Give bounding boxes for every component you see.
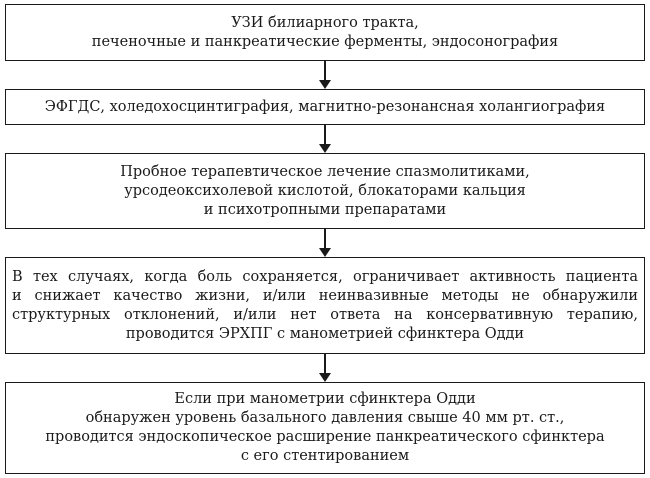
step-3-line-2: урсодеоксихолевой кислотой, блокаторами … — [124, 182, 526, 199]
arrow-3-to-4 — [319, 229, 331, 257]
step-3-line-3: и психотропными препаратами — [203, 201, 447, 218]
step-5-line-2: обнаружен уровень базального давления св… — [85, 410, 565, 426]
arrow-down-icon — [319, 144, 331, 153]
step-1-line-2: печеночные и панкреатические ферменты, э… — [91, 33, 559, 50]
step-1-line-1: УЗИ билиарного тракта, — [231, 14, 419, 31]
arrow-down-icon — [319, 80, 331, 89]
arrow-4-to-5 — [319, 354, 331, 382]
step-5-line-1: Если при манометрии сфинктера Одди — [174, 391, 476, 407]
step-4-line-1: В тех случаях, когда боль сохраняется, о… — [12, 268, 638, 285]
step-3-box: Пробное терапевтическое лечение спазмоли… — [5, 153, 645, 229]
step-2-line-1: ЭФГДС, холедохосцинтиграфия, магнитно-ре… — [44, 98, 606, 115]
step-2-box: ЭФГДС, холедохосцинтиграфия, магнитно-ре… — [5, 89, 645, 125]
step-5-line-4: с его стентированием — [240, 448, 410, 464]
arrow-down-icon — [319, 373, 331, 382]
arrow-2-to-3 — [319, 125, 331, 153]
step-1-box: УЗИ билиарного тракта, печеночные и панк… — [5, 4, 645, 61]
step-4-line-4: проводится ЭРХПГ с манометрией сфинктера… — [125, 325, 525, 342]
step-4-box: В тех случаях, когда боль сохраняется, о… — [5, 257, 645, 354]
step-4-line-2: и снижает качество жизни, и/или неинвази… — [12, 287, 638, 304]
step-5-line-3: проводится эндоскопическое расширение па… — [45, 429, 605, 445]
arrow-1-to-2 — [319, 61, 331, 89]
step-5-box: Если при манометрии сфинктера Одди обнар… — [5, 382, 645, 474]
arrow-down-icon — [319, 248, 331, 257]
step-4-line-3: структурных отклонений, и/или нет ответа… — [12, 306, 638, 323]
step-3-line-1: Пробное терапевтическое лечение спазмоли… — [120, 163, 530, 180]
